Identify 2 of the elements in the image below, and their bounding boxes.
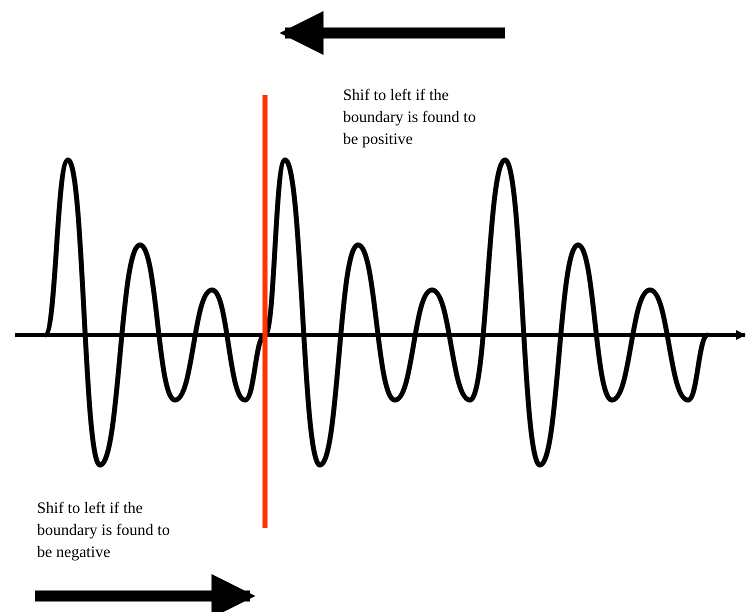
note-text: Shif to left if the boundary is found to be negative — [37, 499, 171, 563]
note-text: Shif to left if the boundary is found to be positive — [343, 86, 477, 150]
